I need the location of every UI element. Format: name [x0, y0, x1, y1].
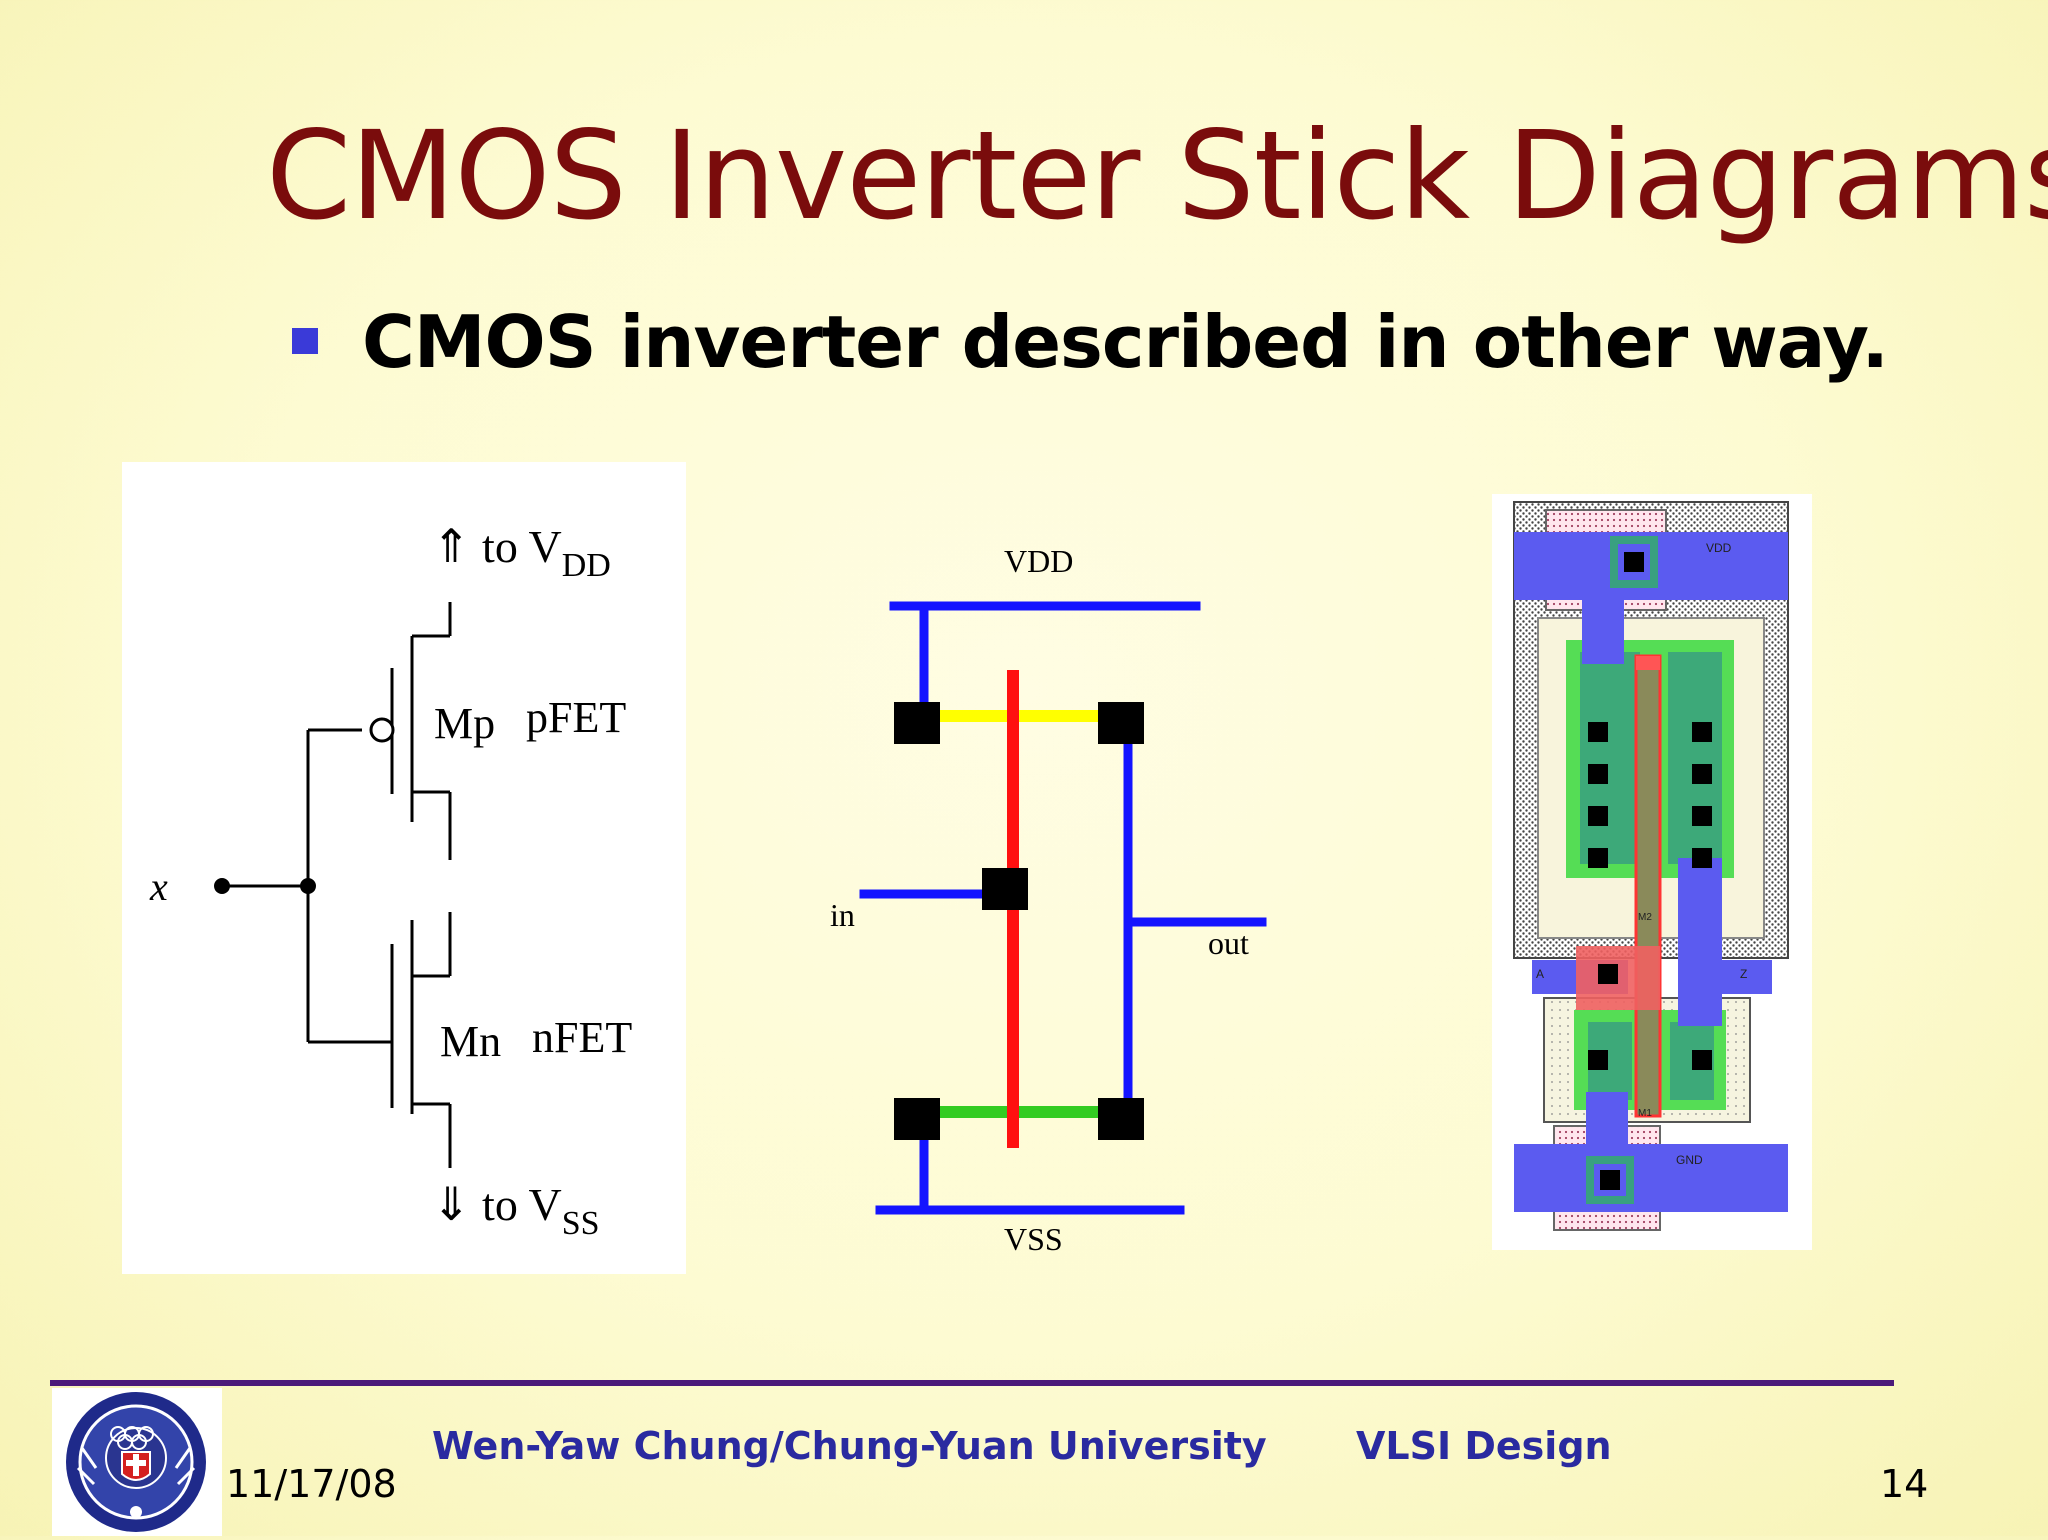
poly-strip	[1634, 654, 1662, 1118]
inverter-layout: VDD GND A Z M2 M1	[1513, 501, 1789, 1231]
stick-diagram: VDD VSS in out	[830, 543, 1267, 1257]
bullet-text: CMOS inverter described in other way.	[362, 300, 1889, 384]
contact-pmos-source	[894, 702, 940, 744]
vdd-label: VDD	[1004, 543, 1073, 579]
layout-m1-label: M1	[1638, 1108, 1652, 1119]
layout-gnd-label: GND	[1676, 1153, 1703, 1167]
gnd-metal-rail	[1514, 1144, 1788, 1212]
page-number: 14	[1880, 1462, 1929, 1506]
contact-nmos-source	[894, 1098, 940, 1140]
out-label: out	[1208, 925, 1249, 961]
layout-a-label: A	[1536, 967, 1544, 981]
layout-m2-label: M2	[1638, 912, 1652, 923]
footer-divider	[50, 1380, 1894, 1386]
footer-author: Wen-Yaw Chung/Chung-Yuan University	[432, 1424, 1267, 1468]
contact-gate-input	[982, 868, 1028, 910]
pmos-name-label: Mp	[434, 699, 495, 748]
footer-course: VLSI Design	[1356, 1424, 1612, 1468]
gate-junction-dot	[300, 878, 316, 894]
slide-title: CMOS Inverter Stick Diagrams	[266, 105, 2048, 247]
input-label: x	[149, 864, 168, 909]
footer-date: 11/17/08	[226, 1462, 397, 1506]
to-vdd-label: ⇑ to VDD	[432, 521, 611, 584]
nmos-name-label: Mn	[440, 1017, 501, 1066]
layout-vdd-label: VDD	[1706, 541, 1732, 555]
pmos-inversion-bubble	[369, 717, 395, 743]
university-seal-icon	[66, 1392, 206, 1532]
contact-pmos-drain	[1098, 702, 1144, 744]
to-vss-label: ⇓ to VSS	[432, 1179, 600, 1242]
vss-label: VSS	[1004, 1221, 1063, 1257]
bullet-marker	[292, 328, 318, 354]
input-node-dot	[214, 878, 230, 894]
nmos-type-label: nFET	[532, 1013, 632, 1062]
schematic-panel: x ⇑ to VDD Mp pFET Mn nFET ⇓ to VSS	[122, 462, 686, 1274]
layout-z-label: Z	[1740, 967, 1747, 981]
inverter-schematic: x ⇑ to VDD Mp pFET Mn nFET ⇓ to VSS	[149, 521, 632, 1242]
university-logo	[52, 1388, 222, 1536]
contact-nmos-drain	[1098, 1098, 1144, 1140]
in-label: in	[830, 897, 855, 933]
layout-panel: VDD GND A Z M2 M1	[1492, 494, 1812, 1250]
pmos-type-label: pFET	[526, 693, 626, 742]
